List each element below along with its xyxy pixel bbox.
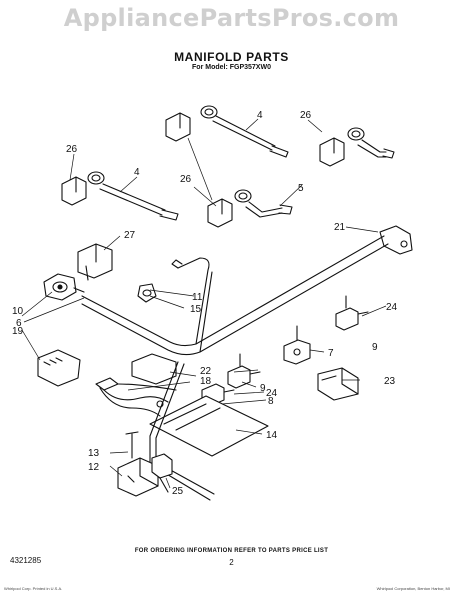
wire-harness-18 <box>95 377 177 417</box>
print-info-left: Whirlpool Corp. Printed in U.S.A. <box>4 586 63 591</box>
watermark: AppliancePartsPros.com <box>63 4 400 32</box>
bracket-25 <box>151 453 173 493</box>
callout-label: 26 <box>66 144 78 155</box>
burner-valve-left <box>61 171 179 221</box>
callout-label: 6 <box>16 318 22 329</box>
callout-label: 26 <box>180 174 192 185</box>
ordering-note: FOR ORDERING INFORMATION REFER TO PARTS … <box>134 548 329 554</box>
document-number: 4321285 <box>10 556 42 565</box>
bracket-27 <box>77 243 113 281</box>
callout-label: 14 <box>266 430 278 441</box>
callout-label: 4 <box>134 167 140 178</box>
callout-label: 7 <box>328 348 334 359</box>
page-number: 2 <box>229 558 234 567</box>
callout-label: 26 <box>300 110 312 121</box>
callout-label: 10 <box>12 306 24 317</box>
bracket-21 <box>379 225 413 255</box>
callout-label: 5 <box>298 183 304 194</box>
heat-shield-14 <box>149 395 269 457</box>
print-info-right: Whirlpool Corporation, Benton Harbor, MI <box>376 586 450 591</box>
callout-label: 25 <box>172 486 184 497</box>
callout-label: 15 <box>190 304 202 315</box>
burner-valve-middle <box>207 189 293 228</box>
model-subtitle: For Model: FGP357XW0 <box>192 64 271 71</box>
lower-supply-tube <box>149 361 215 501</box>
callout-label: 9 <box>260 383 266 394</box>
igniter-23 <box>317 367 359 401</box>
callout-label: 22 <box>200 366 212 377</box>
manifold-valve-upper-right <box>335 295 369 331</box>
callout-label: 19 <box>12 326 24 337</box>
callout-label: 12 <box>88 462 100 473</box>
manifold-valve-lower <box>227 353 261 389</box>
callout-label: 24 <box>266 388 278 399</box>
orifice-fitting <box>137 283 157 303</box>
callout-label: 23 <box>384 376 396 387</box>
callout-label: 21 <box>334 222 346 233</box>
callout-label: 24 <box>386 302 398 313</box>
callout-label: 4 <box>257 110 263 121</box>
callout-label: 18 <box>200 376 212 387</box>
callout-label: 8 <box>268 396 274 407</box>
burner-valve-top-right <box>319 127 395 167</box>
callout-label: 9 <box>372 342 378 353</box>
page-title: MANIFOLD PARTS <box>174 50 289 64</box>
callout-label: 13 <box>88 448 100 459</box>
callout-label: 11 <box>192 292 203 303</box>
manifold-tube <box>81 235 389 356</box>
bracket-22 <box>131 353 177 385</box>
burner-valve-top-center <box>165 105 289 158</box>
spark-module-19 <box>37 349 81 387</box>
manifold-valve-center <box>283 325 311 365</box>
pressure-regulator <box>43 273 85 301</box>
safety-valve-12 <box>117 431 159 497</box>
callout-label: 27 <box>124 230 136 241</box>
